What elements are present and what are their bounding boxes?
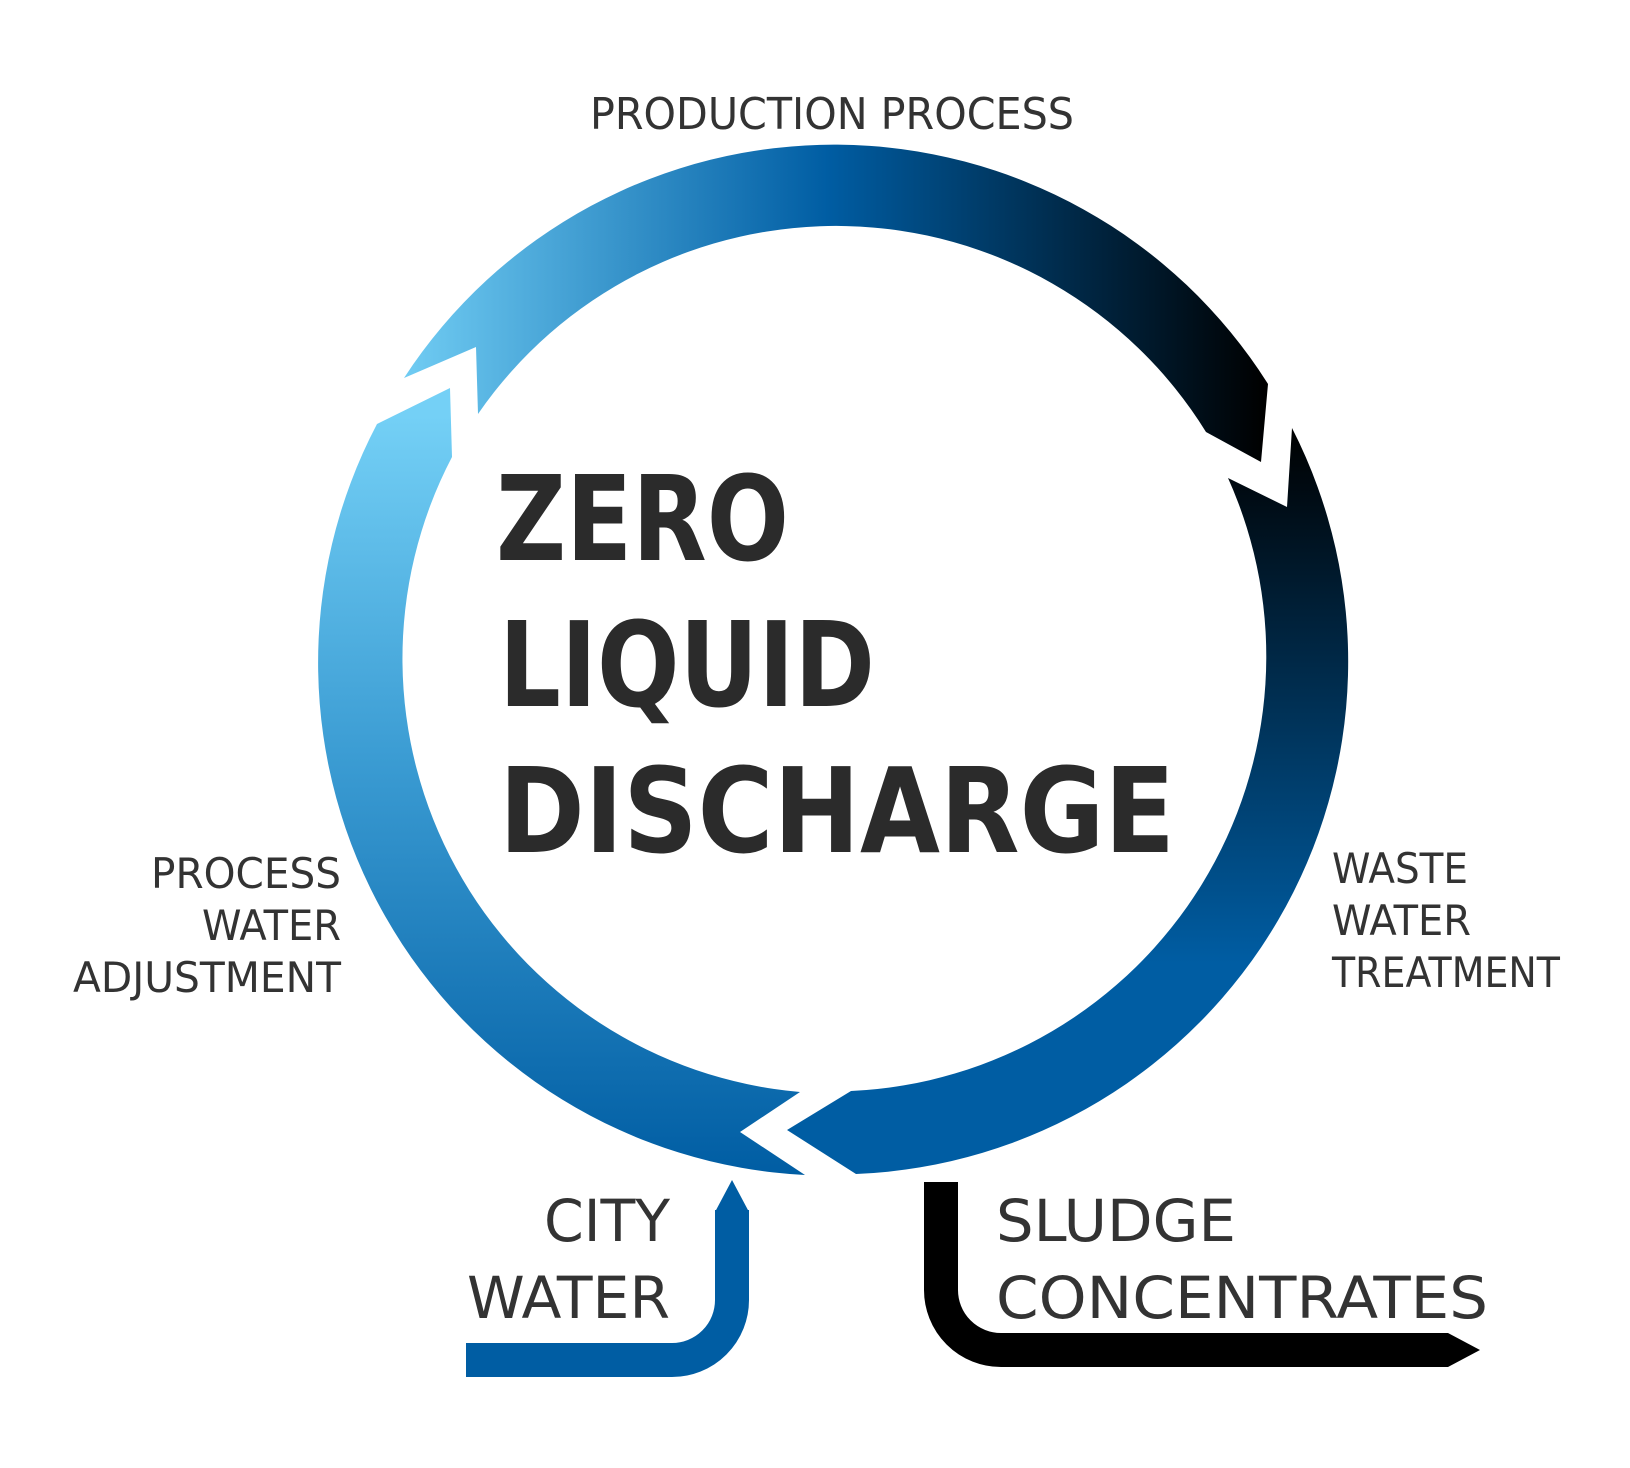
label-process: PROCESS: [151, 849, 341, 898]
title-line-liquid: LIQUID: [499, 596, 875, 734]
arrow-bottom-to-adjustment: [318, 388, 805, 1175]
label-waste: WASTE: [1332, 844, 1468, 893]
label-water-right: WATER: [1332, 896, 1471, 945]
label-concentrates: CONCENTRATES: [996, 1264, 1488, 1332]
label-treatment: TREATMENT: [1331, 948, 1560, 997]
arrow-production-to-treatment: [404, 144, 1268, 462]
arrow-treatment-to-bottom: [787, 428, 1349, 1174]
city-water-pipe: [466, 1210, 749, 1377]
label-sludge: SLUDGE: [996, 1187, 1236, 1255]
label-production-process: PRODUCTION PROCESS: [590, 89, 1074, 140]
title-line-discharge: DISCHARGE: [499, 742, 1175, 880]
title-line-zero: ZERO: [496, 450, 789, 588]
label-city: CITY: [544, 1187, 671, 1255]
label-adjustment: ADJUSTMENT: [73, 953, 341, 1002]
sludge-pipe: [924, 1182, 1448, 1367]
label-water-left: WATER: [202, 901, 341, 950]
label-city-water: WATER: [467, 1264, 670, 1332]
sludge-arrowhead: [1448, 1333, 1480, 1367]
city-water-arrowhead: [715, 1180, 749, 1212]
